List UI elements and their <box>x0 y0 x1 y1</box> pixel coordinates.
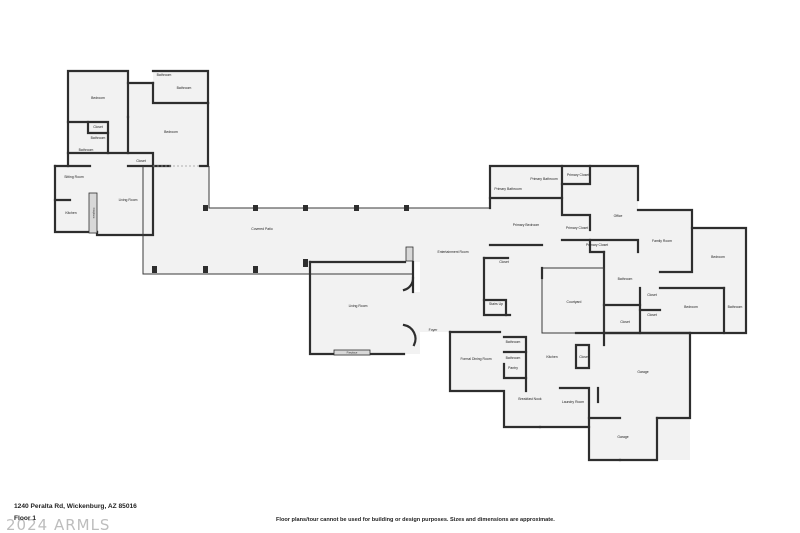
room-label-bathroom-s: Bathroom <box>506 340 521 344</box>
room-label-bathroom-nw: Bathroom <box>91 136 106 140</box>
floor-fills <box>55 71 746 460</box>
room-label-breakfast-nook: Breakfast Nook <box>518 397 541 401</box>
room-label-closet-e3: Closet <box>620 320 630 324</box>
room-label-kitchen: Kitchen <box>546 355 557 359</box>
room-label-primary-bedroom: Primary Bedroom <box>513 223 540 227</box>
room-label-foyer: Foyer <box>429 328 439 332</box>
room-label-closet-n: Closet <box>136 159 146 163</box>
room-labels: BathroomBathroomBedroomBedroomClosetBath… <box>64 73 742 439</box>
room-label-bathroom-w: Bathroom <box>79 148 94 152</box>
room-label-formal-dining: Formal Dining Room <box>460 357 491 361</box>
room-label-primary-closet-a: Primary Closet <box>567 173 589 177</box>
room-label-bedroom-n: Bedroom <box>164 130 178 134</box>
fireplace-w-label: Fireplace <box>92 208 96 219</box>
walls <box>53 69 748 462</box>
room-label-bedroom-e: Bedroom <box>711 255 725 259</box>
room-label-living-room: Living Room <box>349 304 368 308</box>
fireplace-living <box>333 349 371 356</box>
room-label-stairs-up: Stairs Up <box>489 302 503 306</box>
room-label-closet-e2: Closet <box>647 313 657 317</box>
room-label-bedroom-se: Bedroom <box>684 305 698 309</box>
room-label-covered-patio: Covered Patio <box>251 227 273 231</box>
room-label-closet-nw: Closet <box>93 125 103 129</box>
room-label-family-room: Family Room <box>652 239 672 243</box>
room-label-bedroom-nw: Bedroom <box>91 96 105 100</box>
room-label-bathroom-top: Bathroom <box>177 86 192 90</box>
room-label-primary-bathroom-b: Primary Bathroom <box>494 187 521 191</box>
room-label-bathroom-top-small: Bathroom <box>157 73 172 77</box>
room-label-closet-s: Closet <box>579 355 589 359</box>
room-label-entertainment-room: Entertainment Room <box>437 250 468 254</box>
room-label-bathroom-far-e: Bathroom <box>728 305 743 309</box>
fireplace-living-label: Fireplace <box>347 351 358 355</box>
floor-label: Floor 1 <box>14 515 36 522</box>
room-label-living-room-w: Living Room <box>119 198 138 202</box>
room-label-kitchen-w: Kitchen <box>65 211 76 215</box>
room-label-sitting-room: Sitting Room <box>64 175 84 179</box>
room-label-bathroom-s2: Bathroom <box>506 356 521 360</box>
disclaimer-text: Floor plans/tour cannot be used for buil… <box>276 517 555 523</box>
room-label-bathroom-e: Bathroom <box>618 277 633 281</box>
room-label-primary-closet-c: Primary Closet <box>586 243 608 247</box>
watermark: 2024 ARMLS <box>6 516 110 533</box>
room-label-closet-mid: Closet <box>499 260 509 264</box>
room-label-primary-bathroom-a: Primary Bathroom <box>530 177 557 181</box>
fireplace-w <box>88 192 98 234</box>
patio-columns <box>152 205 409 273</box>
room-label-laundry-room: Laundry Room <box>562 400 584 404</box>
room-label-garage-2: Garage <box>617 435 628 439</box>
fireplaces: Fireplace Fireplace <box>88 192 414 356</box>
room-label-pantry: Pantry <box>508 366 518 370</box>
room-label-garage: Garage <box>637 370 648 374</box>
room-label-office: Office <box>614 214 623 218</box>
room-label-primary-closet-b: Primary Closet <box>566 226 588 230</box>
room-label-courtyard: Courtyard <box>567 300 582 304</box>
property-address: 1240 Peralta Rd, Wickenburg, AZ 85016 <box>14 503 137 510</box>
room-label-closet-e1: Closet <box>647 293 657 297</box>
